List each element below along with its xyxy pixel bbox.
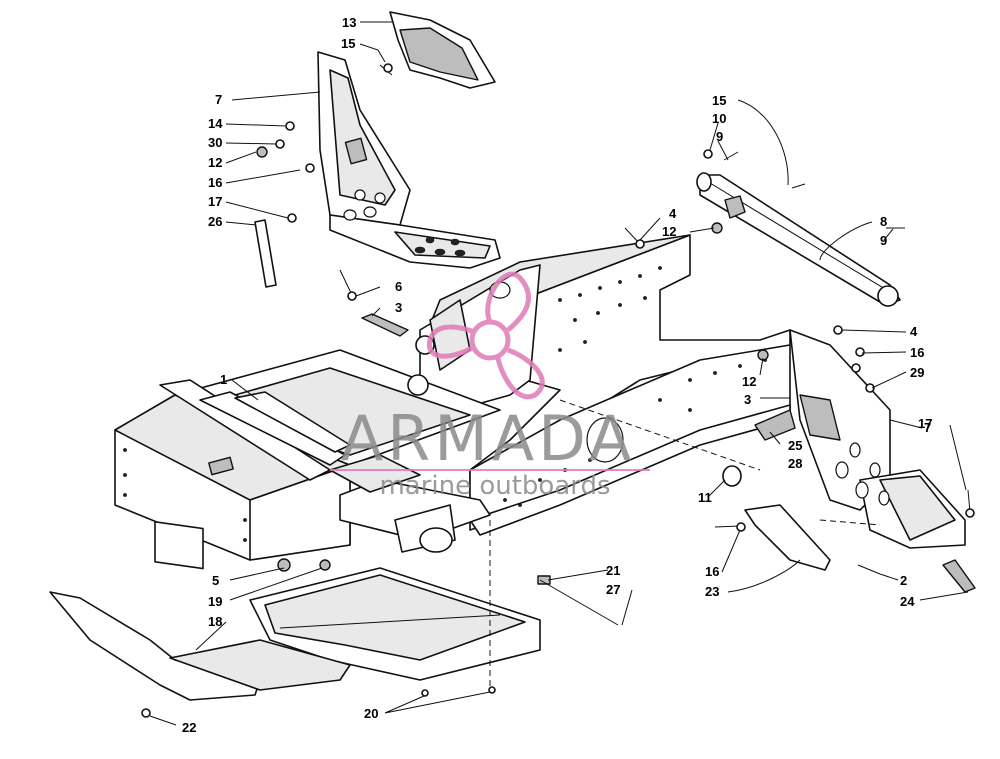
callout-18: 18	[208, 614, 222, 629]
callout-30: 30	[208, 135, 222, 150]
callout-11: 11	[698, 490, 712, 505]
callout-15-top: 15	[341, 36, 355, 51]
callout-21: 21	[606, 563, 620, 578]
callout-6: 6	[395, 279, 402, 294]
steering-cover	[389, 11, 496, 89]
callout-12-right: 12	[742, 374, 756, 389]
callout-26: 26	[208, 214, 222, 229]
leader-lines	[149, 21, 969, 726]
callout-17-left: 17	[208, 194, 222, 209]
callout-27: 27	[606, 582, 620, 597]
callout-15-right: 15	[712, 93, 726, 108]
callout-3-left: 3	[395, 300, 402, 315]
callout-labels: 13 15 7 14 30 12 16 17 26 6 3 1 15 10 9 …	[182, 15, 932, 735]
callout-10: 10	[712, 111, 726, 126]
assembly-lines	[489, 399, 881, 690]
callout-3-right: 3	[744, 392, 751, 407]
callout-16-left: 16	[208, 175, 222, 190]
callout-23: 23	[705, 584, 719, 599]
callout-13: 13	[342, 15, 356, 30]
callout-7-right: 7	[924, 420, 931, 435]
callout-4-right: 4	[910, 324, 918, 339]
callout-12-mid: 12	[662, 224, 676, 239]
callout-16-bottom: 16	[705, 564, 719, 579]
callout-9-top: 9	[716, 129, 723, 144]
callout-8: 8	[880, 214, 887, 229]
armada-watermark: ARMADA marine outboards	[330, 271, 650, 501]
floor-plate	[249, 567, 541, 681]
upper-support-bracket	[317, 51, 501, 269]
callout-24: 24	[900, 594, 915, 609]
callout-1: 1	[220, 372, 227, 387]
callout-20: 20	[364, 706, 378, 721]
callout-2: 2	[900, 573, 907, 588]
callout-16-right: 16	[910, 345, 924, 360]
callout-4-top: 4	[669, 206, 677, 221]
callout-25: 25	[788, 438, 802, 453]
callout-29: 29	[910, 365, 924, 380]
callout-9-right: 9	[880, 233, 887, 248]
callout-17-right: 17	[918, 416, 932, 431]
watermark-tagline: marine outboards	[379, 471, 610, 501]
callout-22: 22	[182, 720, 196, 735]
right-side-panel	[789, 329, 966, 549]
callout-7-left: 7	[215, 92, 222, 107]
callout-28: 28	[788, 456, 802, 471]
armada-logo-icon	[426, 271, 545, 400]
callout-5: 5	[212, 573, 219, 588]
cross-bar	[696, 172, 901, 307]
callout-14: 14	[208, 116, 223, 131]
small-parts	[141, 63, 976, 718]
callout-12-left: 12	[208, 155, 222, 170]
belly-pan	[49, 591, 351, 701]
callout-19: 19	[208, 594, 222, 609]
watermark-brand: ARMADA	[341, 402, 635, 475]
